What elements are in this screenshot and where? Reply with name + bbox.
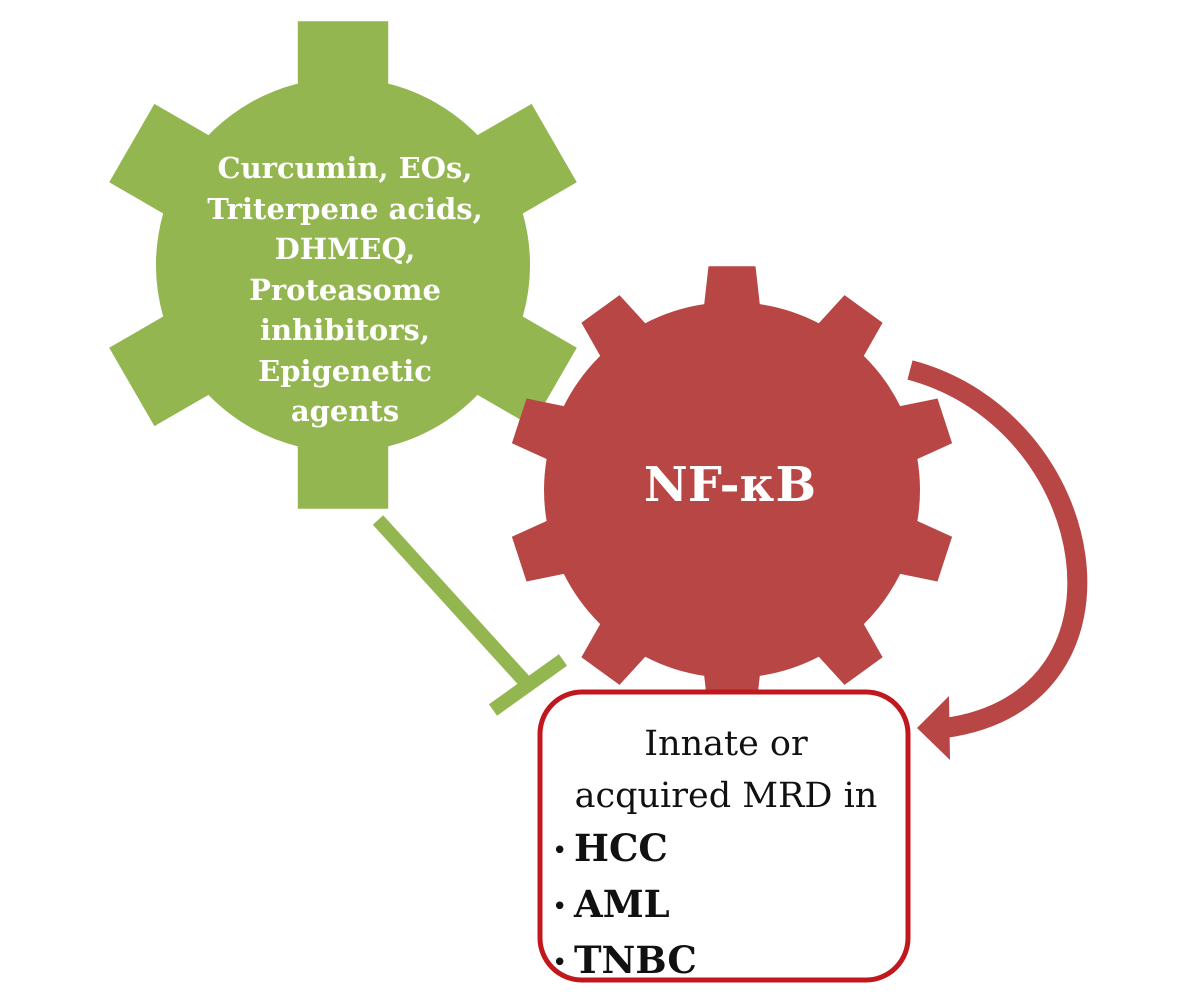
inhibitor-line: Triterpene acids, [207,191,483,226]
inhibitor-line: inhibitors, [260,313,430,347]
outcome-heading-line: Innate or [644,724,808,764]
outcome-list-item: •TNBC [552,934,900,990]
outcome-item-label: TNBC [574,938,697,982]
outcome-heading-line: acquired MRD in [574,776,878,816]
bullet-icon: • [552,836,568,866]
inhibition-bar [488,654,568,716]
outcome-list: •HCC •AML •TNBC [552,822,900,990]
inhibitor-line: Curcumin, EOs, [217,151,473,185]
inhibitor-gear-label: Curcumin, EOs, Triterpene acids, DHMEQ, … [195,148,495,432]
inhibition-line [372,515,534,690]
inhibitor-line: agents [290,394,400,428]
nfkb-gear-label: NF-κB [643,457,817,513]
outcome-list-item: •AML [552,878,900,934]
activation-arrowhead [917,696,950,760]
outcome-list-item: •HCC [552,822,900,878]
bullet-icon: • [552,948,568,978]
nfkb-gear [511,266,953,714]
activation-arrow-curve [907,360,1088,738]
inhibitor-line: DHMEQ, [274,232,416,266]
inhibitor-gear [109,21,577,509]
bullet-icon: • [552,892,568,922]
activation-arrow [907,360,1088,760]
outcome-item-label: AML [574,882,670,926]
outcome-box-content: Innate or acquired MRD in •HCC •AML •TNB… [552,718,900,990]
inhibitor-line: Proteasome [249,272,441,307]
outcome-item-label: HCC [574,826,668,870]
inhibition-connector [372,515,568,716]
outcome-box [537,689,911,983]
inhibitor-line: Epigenetic [258,353,432,388]
outcome-heading: Innate or acquired MRD in [552,718,900,822]
